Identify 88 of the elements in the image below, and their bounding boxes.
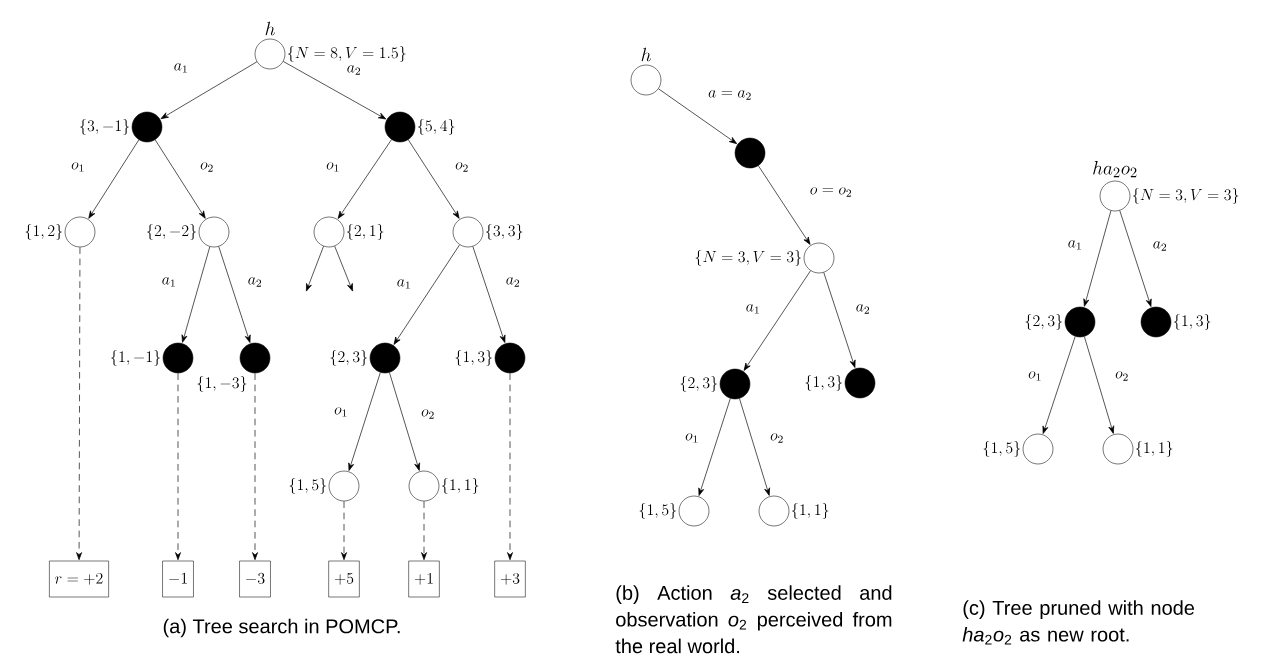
arrow	[507, 372, 513, 561]
filled-circle	[734, 137, 766, 169]
reward-box: $+5$	[328, 560, 360, 598]
edge-label: $o_2$	[421, 409, 434, 419]
node-label: $\{2,3\}$	[330, 350, 367, 366]
arrow	[393, 244, 460, 345]
edge-label: $o_1$	[334, 407, 347, 417]
arrow	[823, 272, 856, 368]
node-label: $\{5,4\}$	[418, 119, 455, 135]
edge-label: $o_2$	[200, 162, 213, 172]
arrow	[306, 245, 324, 292]
edge-label: $a_1$	[397, 279, 410, 289]
node-label: $\{1,1\}$	[1136, 441, 1173, 457]
edge-label: $a_2$	[1153, 241, 1167, 251]
node-label: $\{1,2\}$	[25, 224, 62, 240]
edge-label: $o_2$	[1115, 371, 1128, 381]
edge-label: $a_2$	[347, 65, 361, 75]
arrow	[1083, 210, 1112, 307]
arrow	[348, 372, 381, 471]
node-label: $\{2,1\}$	[347, 224, 384, 240]
node-label: $\{1,-3\}$	[197, 376, 247, 392]
edge-label: $a_2$	[506, 277, 520, 287]
node-label: $\{N=3,V=3\}$	[695, 250, 801, 266]
arrow	[758, 165, 811, 245]
edge-label: $a_1$	[162, 277, 175, 287]
edge-label: $o=o_2$	[810, 187, 851, 197]
arrow	[160, 61, 258, 120]
arrow	[252, 372, 258, 561]
edge-label: $a=a_2$	[708, 90, 751, 100]
node-label: $\{N=3,V=3\}$	[1133, 188, 1239, 204]
caption: (a) Tree search in POMCP.	[163, 618, 400, 638]
edge-label: $o_1$	[685, 433, 698, 443]
edge-label: $a_1$	[746, 304, 759, 314]
node-label: $ha_2o_2$	[1093, 160, 1137, 178]
node-label: $h$	[641, 47, 651, 62]
node-label: $\{2,-2\}$	[147, 224, 196, 240]
arrow	[739, 398, 770, 496]
edge-label: $a_2$	[248, 277, 262, 287]
node-label: $\{3,-1\}$	[80, 119, 129, 135]
arrow	[389, 372, 420, 471]
caption: (b) Action a$_{2}$ selected and observation o$_{2}$ perceived from the real world.	[615, 585, 892, 654]
arrow	[181, 246, 211, 343]
edge-label: $o_2$	[455, 162, 468, 172]
edge-label: $o_1$	[326, 162, 339, 172]
edge-label: $o_1$	[1028, 371, 1041, 381]
node-label: $\{1,5\}$	[289, 478, 326, 494]
arrow	[698, 398, 731, 496]
edge-label: $a_2$	[856, 304, 870, 314]
edge-label: $a_1$	[174, 63, 187, 73]
node-label: $\{1,-1\}$	[111, 350, 160, 366]
edge-label: $o_1$	[71, 162, 84, 172]
node-label: $\{2,3\}$	[1025, 314, 1062, 330]
arrow	[472, 246, 506, 343]
node-label: $\{1,5\}$	[983, 441, 1020, 457]
arrow	[283, 61, 387, 120]
node-label: $\{N=8,V=1.5\}$	[288, 46, 406, 62]
node-label: $\{1,3\}$	[455, 350, 492, 366]
arrow	[1042, 336, 1076, 434]
arrow	[1119, 210, 1152, 307]
node-label: $\{1,1\}$	[442, 478, 479, 494]
reward-box: $-3$	[239, 560, 271, 598]
arrow	[334, 245, 353, 292]
arrow	[743, 270, 811, 371]
reward-box: $r=+2$	[49, 560, 109, 598]
edge-label: $o_2$	[770, 433, 783, 443]
node-label: $\{2,3\}$	[680, 376, 717, 392]
caption: (c) Tree pruned with node ha$_{2}$o$_{2}$ as new root.	[962, 600, 1195, 645]
arrow	[76, 246, 82, 561]
node-label: $h$	[265, 21, 275, 36]
arrow	[337, 139, 392, 219]
arrow	[407, 139, 460, 219]
reward-box: $+3$	[494, 560, 526, 598]
reward-box: $-1$	[162, 560, 194, 598]
arrow	[175, 372, 181, 561]
arrow	[218, 246, 251, 343]
arrow	[421, 500, 427, 561]
arrow	[154, 139, 206, 219]
node-label: $\{1,3\}$	[805, 375, 842, 391]
node-label: $\{1,1\}$	[792, 503, 829, 519]
arrow	[88, 139, 140, 219]
edge-label: $a_1$	[1068, 240, 1081, 250]
node-label: $\{1,3\}$	[1174, 314, 1211, 330]
arrow	[1084, 336, 1115, 434]
node-label: $\{3,3\}$	[486, 224, 523, 240]
arrow	[658, 88, 738, 144]
reward-box: $+1$	[408, 560, 440, 598]
arrow	[341, 500, 347, 561]
node-label: $\{1,5\}$	[639, 503, 676, 519]
